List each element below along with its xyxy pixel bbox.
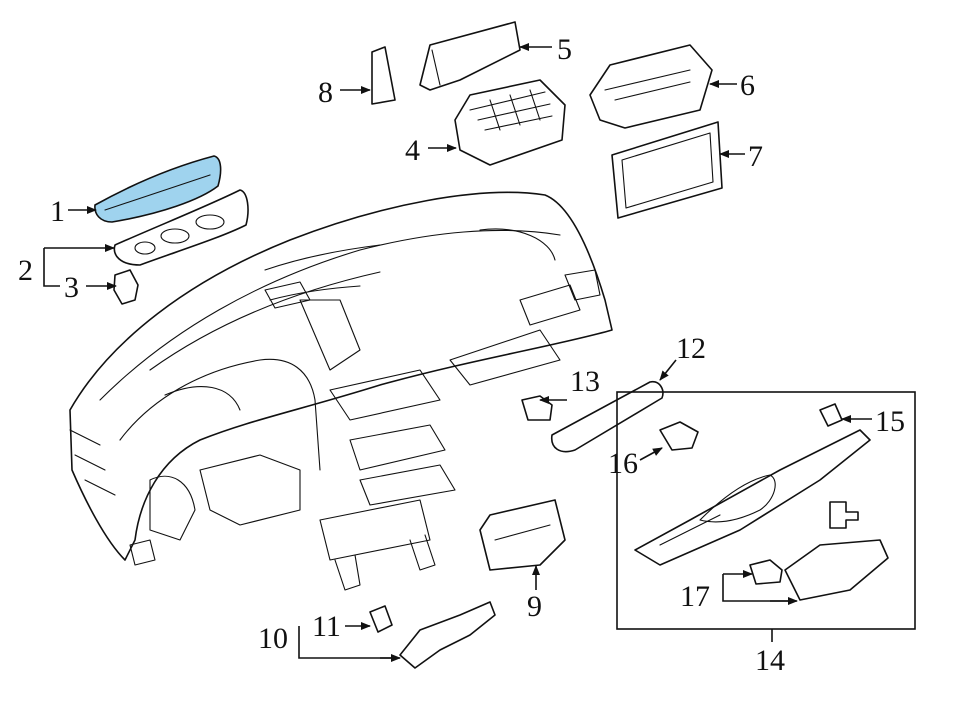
part-11-clip[interactable]: [369, 605, 393, 633]
callout-14: 14: [755, 644, 785, 677]
part-6-vent-housing[interactable]: [589, 44, 713, 129]
bolt[interactable]: [829, 501, 859, 529]
part-7-display-frame[interactable]: [611, 121, 723, 219]
callout-10: 10: [258, 622, 288, 655]
callout-7: 7: [748, 140, 763, 173]
callout-15: 15: [875, 405, 905, 438]
part-14-assembly-box: [616, 391, 916, 630]
callout-9: 9: [527, 590, 542, 623]
callout-16: 16: [608, 447, 638, 480]
callout-1: 1: [50, 195, 65, 228]
dashboard-assembly: [69, 191, 613, 591]
callout-12: 12: [676, 332, 706, 365]
part-5-panel[interactable]: [419, 21, 521, 91]
callout-13: 13: [570, 365, 600, 398]
part-10-bracket[interactable]: [399, 601, 496, 669]
part-17-clip[interactable]: [749, 559, 783, 585]
callout-8: 8: [318, 76, 333, 109]
part-14-glovebox-assembly[interactable]: [634, 429, 871, 566]
callout-17: 17: [680, 580, 710, 613]
callout-4: 4: [405, 134, 420, 167]
callout-5: 5: [557, 33, 572, 66]
callout-11: 11: [312, 610, 341, 643]
part-12-trim-strip[interactable]: [550, 380, 664, 453]
callout-2: 2: [18, 254, 33, 287]
part-3-clip[interactable]: [113, 269, 139, 305]
part-16-switch[interactable]: [659, 421, 699, 451]
part-9-module[interactable]: [479, 499, 566, 571]
part-17-door-bin[interactable]: [784, 539, 889, 601]
part-2-bezel[interactable]: [113, 189, 249, 266]
part-15-clip[interactable]: [819, 403, 843, 427]
callout-3: 3: [64, 271, 79, 304]
part-1-highlighted-trim[interactable]: [94, 155, 222, 223]
part-1-edge: [104, 174, 211, 211]
part-4-vent[interactable]: [454, 79, 566, 166]
part-8-trim[interactable]: [371, 46, 396, 105]
callout-6: 6: [740, 69, 755, 102]
